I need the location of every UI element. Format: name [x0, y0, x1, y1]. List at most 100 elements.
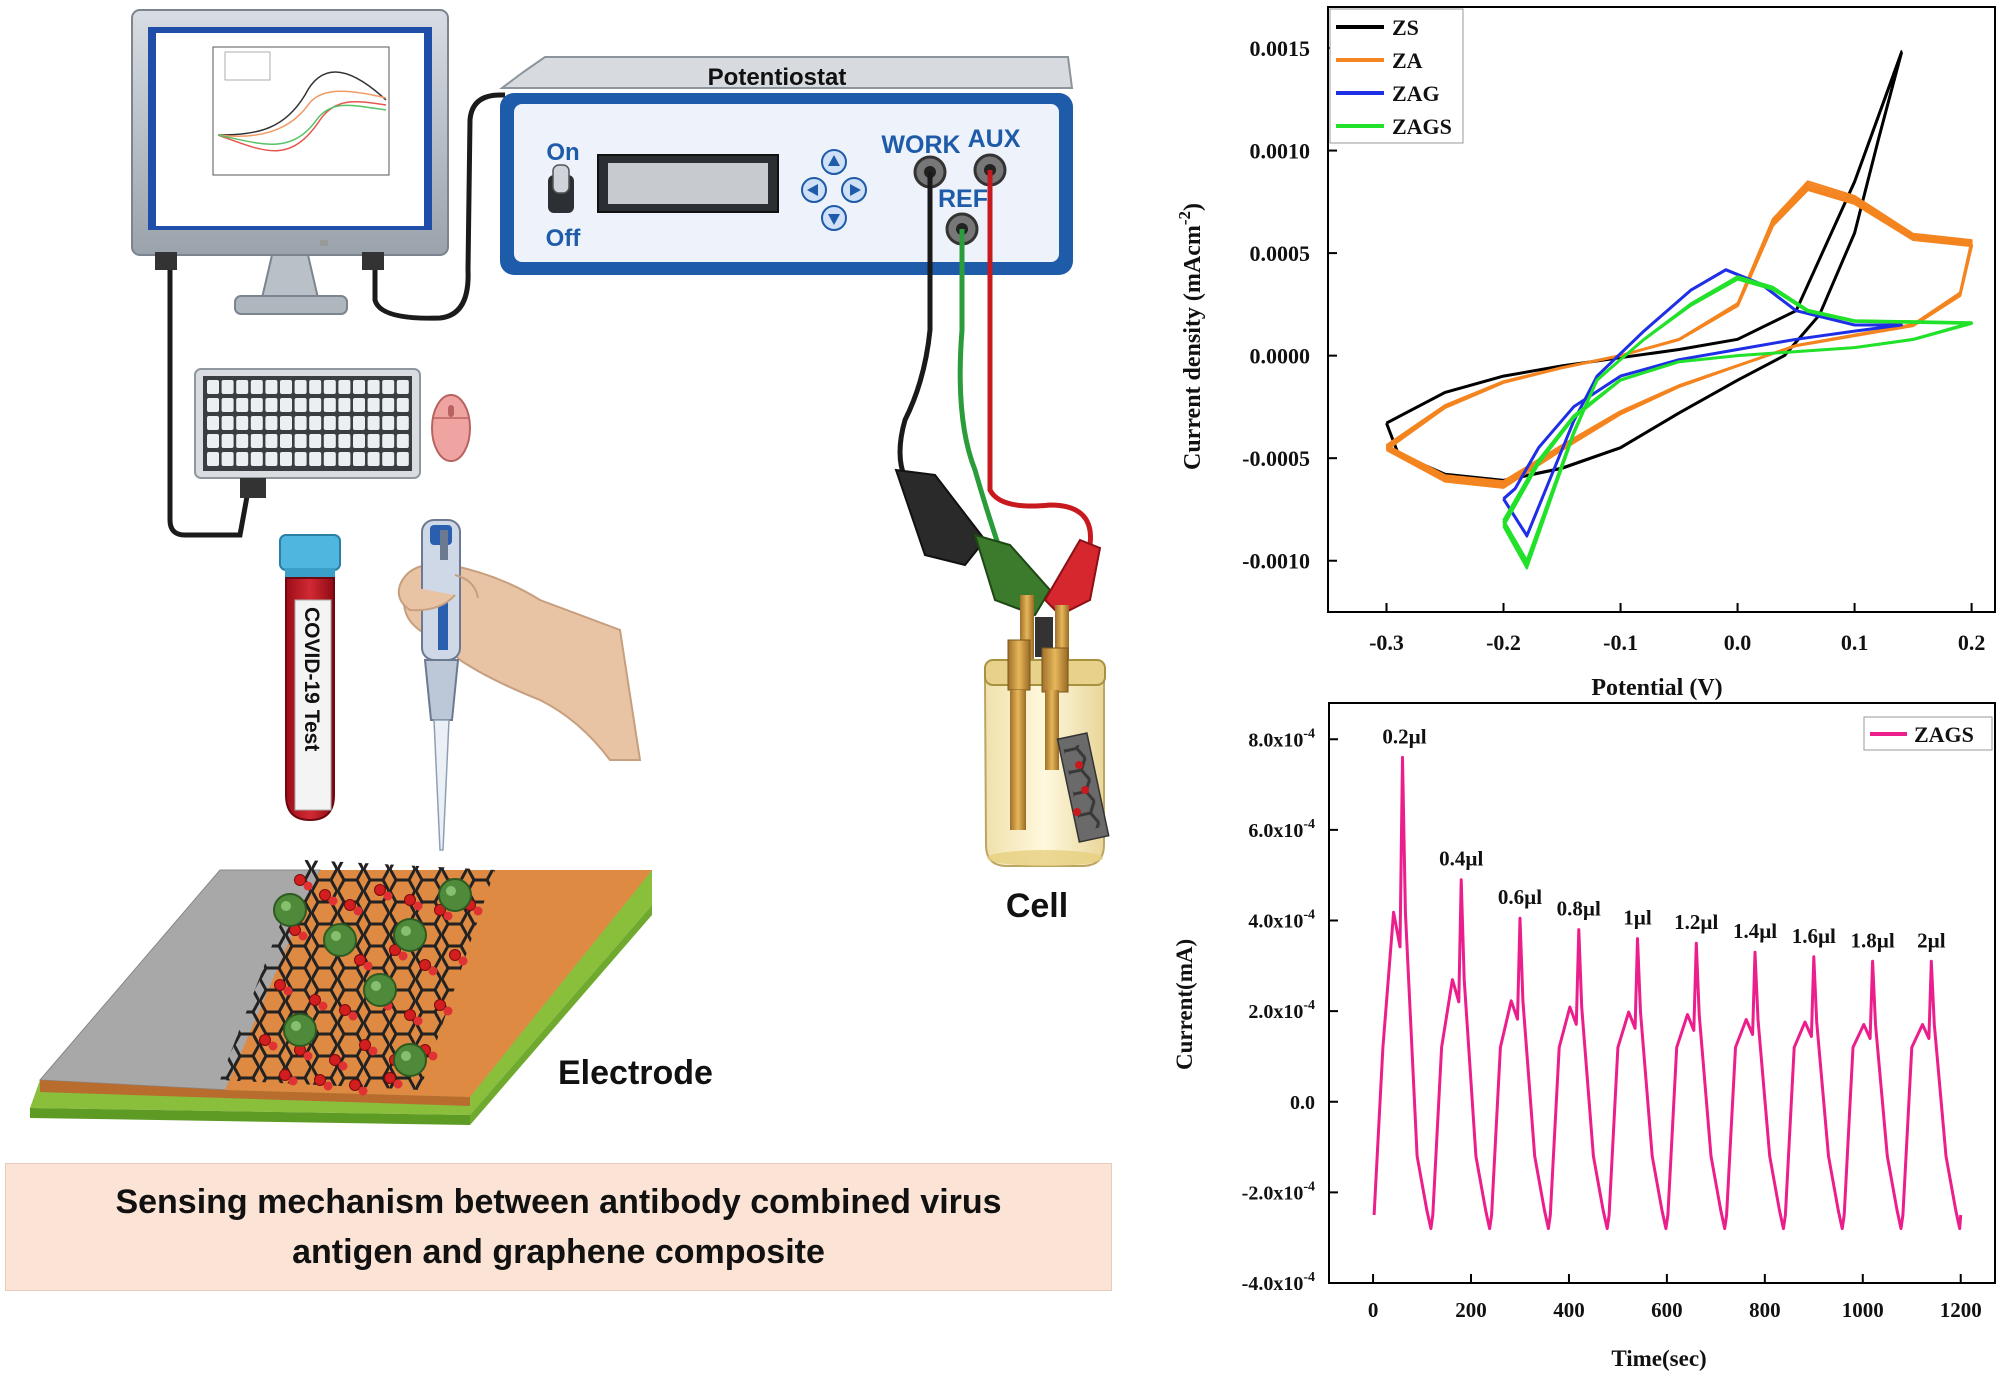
keyboard-key — [367, 452, 380, 466]
electrochemical-cell — [983, 595, 1110, 867]
keyboard-key — [309, 398, 322, 412]
oxygen-atom — [458, 956, 468, 966]
amp-pulse-label: 1.2µl — [1674, 910, 1718, 934]
keyboard-key — [309, 452, 322, 466]
oxygen-atom — [363, 961, 373, 971]
amp-ytick-label: 8.0x10-4 — [1248, 726, 1315, 751]
oxygen-atom — [434, 999, 446, 1011]
keyboard-key — [294, 398, 307, 412]
covid-test-tube: COVID-19 Test — [279, 534, 341, 822]
cv-legend-label: ZAGS — [1392, 114, 1452, 139]
oxygen-atom — [358, 1086, 368, 1096]
oxygen-atom — [368, 1046, 378, 1056]
keyboard-key — [250, 398, 263, 412]
cv-ytick-label: -0.0010 — [1242, 549, 1310, 574]
amp-xtick-label: 600 — [1651, 1298, 1683, 1322]
oxygen-atom — [274, 979, 286, 991]
keyboard-key — [221, 452, 234, 466]
keyboard-key — [396, 416, 409, 430]
virus-particle-icon — [438, 878, 472, 912]
oxygen-atom — [339, 1004, 351, 1016]
keyboard-key — [207, 398, 219, 412]
amp-xtick-label: 1000 — [1842, 1298, 1884, 1322]
virus-particle-icon — [393, 918, 427, 952]
amp-ytick-label: 2.0x10-4 — [1248, 998, 1315, 1023]
keyboard-key — [353, 434, 365, 448]
oxygen-atom — [428, 1051, 438, 1061]
potentiostat-title: Potentiostat — [708, 64, 847, 91]
oxygen-atom — [384, 1072, 396, 1084]
virus-highlight — [291, 1021, 301, 1031]
keyboard-key — [367, 416, 380, 430]
amp-ytick-label: -4.0x10-4 — [1242, 1270, 1315, 1295]
oxygen-atom — [283, 986, 293, 996]
port-ref-label: REF — [938, 185, 988, 213]
oxygen-atom — [303, 1051, 313, 1061]
keyboard-key — [294, 452, 307, 466]
cv-series-za — [1385, 180, 1973, 489]
keyboard-key — [280, 398, 292, 412]
keyboard-cable — [167, 270, 253, 538]
keyboard-key — [236, 398, 249, 412]
oxygen-atom — [404, 894, 416, 906]
oxygen-atom — [294, 874, 306, 886]
oxygen-atom — [393, 1079, 403, 1089]
keyboard-key — [338, 398, 351, 412]
cv-ylabel: Current density (mAcm-2) — [1175, 203, 1206, 470]
oxygen-atom — [428, 966, 438, 976]
cv-legend-label: ZA — [1392, 48, 1423, 73]
virus-highlight — [446, 886, 456, 896]
keyboard-key — [353, 398, 365, 412]
oxygen-atom — [329, 1054, 341, 1066]
switch-off-label: Off — [546, 225, 582, 252]
black-clip — [894, 468, 987, 567]
amp-series-zags — [1372, 755, 1963, 1231]
virus-particle-icon — [363, 973, 397, 1007]
caption-text: Sensing mechanism between antibody combi… — [115, 1183, 1002, 1271]
keyboard-key — [338, 380, 351, 394]
amp-pulse-label: 1.4µl — [1733, 919, 1777, 943]
keyboard-key — [323, 452, 336, 466]
oxygen-atom — [298, 931, 308, 941]
amp-pulse-label: 0.6µl — [1498, 885, 1542, 909]
oxygen-atom — [383, 891, 393, 901]
amp-xtick-label: 400 — [1553, 1298, 1585, 1322]
keyboard-key — [236, 380, 249, 394]
keyboard-key — [207, 380, 219, 394]
keyboard-key — [265, 398, 278, 412]
amp-ytick-label: -2.0x10-4 — [1242, 1179, 1315, 1204]
keyboard-key — [250, 416, 263, 430]
keyboard-key — [353, 452, 365, 466]
keyboard-key — [265, 452, 278, 466]
keyboard-key — [221, 398, 234, 412]
graphene-composite-sheet — [220, 860, 495, 1096]
amp-xtick-label: 0 — [1368, 1298, 1379, 1322]
keyboard — [194, 368, 421, 498]
amp-pulse-label: 0.2µl — [1382, 724, 1426, 748]
oxygen-atom — [419, 959, 431, 971]
cv-xtick-label: 0.1 — [1841, 630, 1869, 655]
oxygen-atom — [259, 1034, 271, 1046]
oxygen-atom — [443, 1006, 453, 1016]
amp-ylabel: Current(mA) — [1172, 939, 1197, 1070]
cv-ytick-label: 0.0005 — [1250, 241, 1311, 266]
keyboard-key — [367, 434, 380, 448]
keyboard-key — [280, 452, 292, 466]
amp-ytick-label: 0.0 — [1290, 1092, 1315, 1114]
cv-ytick-label: 0.0010 — [1250, 139, 1311, 164]
oxygen-atom — [353, 906, 363, 916]
virus-particle-icon — [393, 1043, 427, 1077]
keyboard-key — [309, 380, 322, 394]
oxygen-atom — [319, 889, 331, 901]
virus-particle-icon — [323, 923, 357, 957]
amp-xlabel: Time(sec) — [1611, 1346, 1706, 1371]
amp-legend-label: ZAGS — [1914, 722, 1974, 747]
keyboard-key — [221, 380, 234, 394]
amp-legend: ZAGS — [1863, 716, 1993, 751]
cv-ytick-label: 0.0000 — [1250, 344, 1311, 369]
keyboard-key — [382, 398, 395, 412]
keyboard-key — [265, 416, 278, 430]
